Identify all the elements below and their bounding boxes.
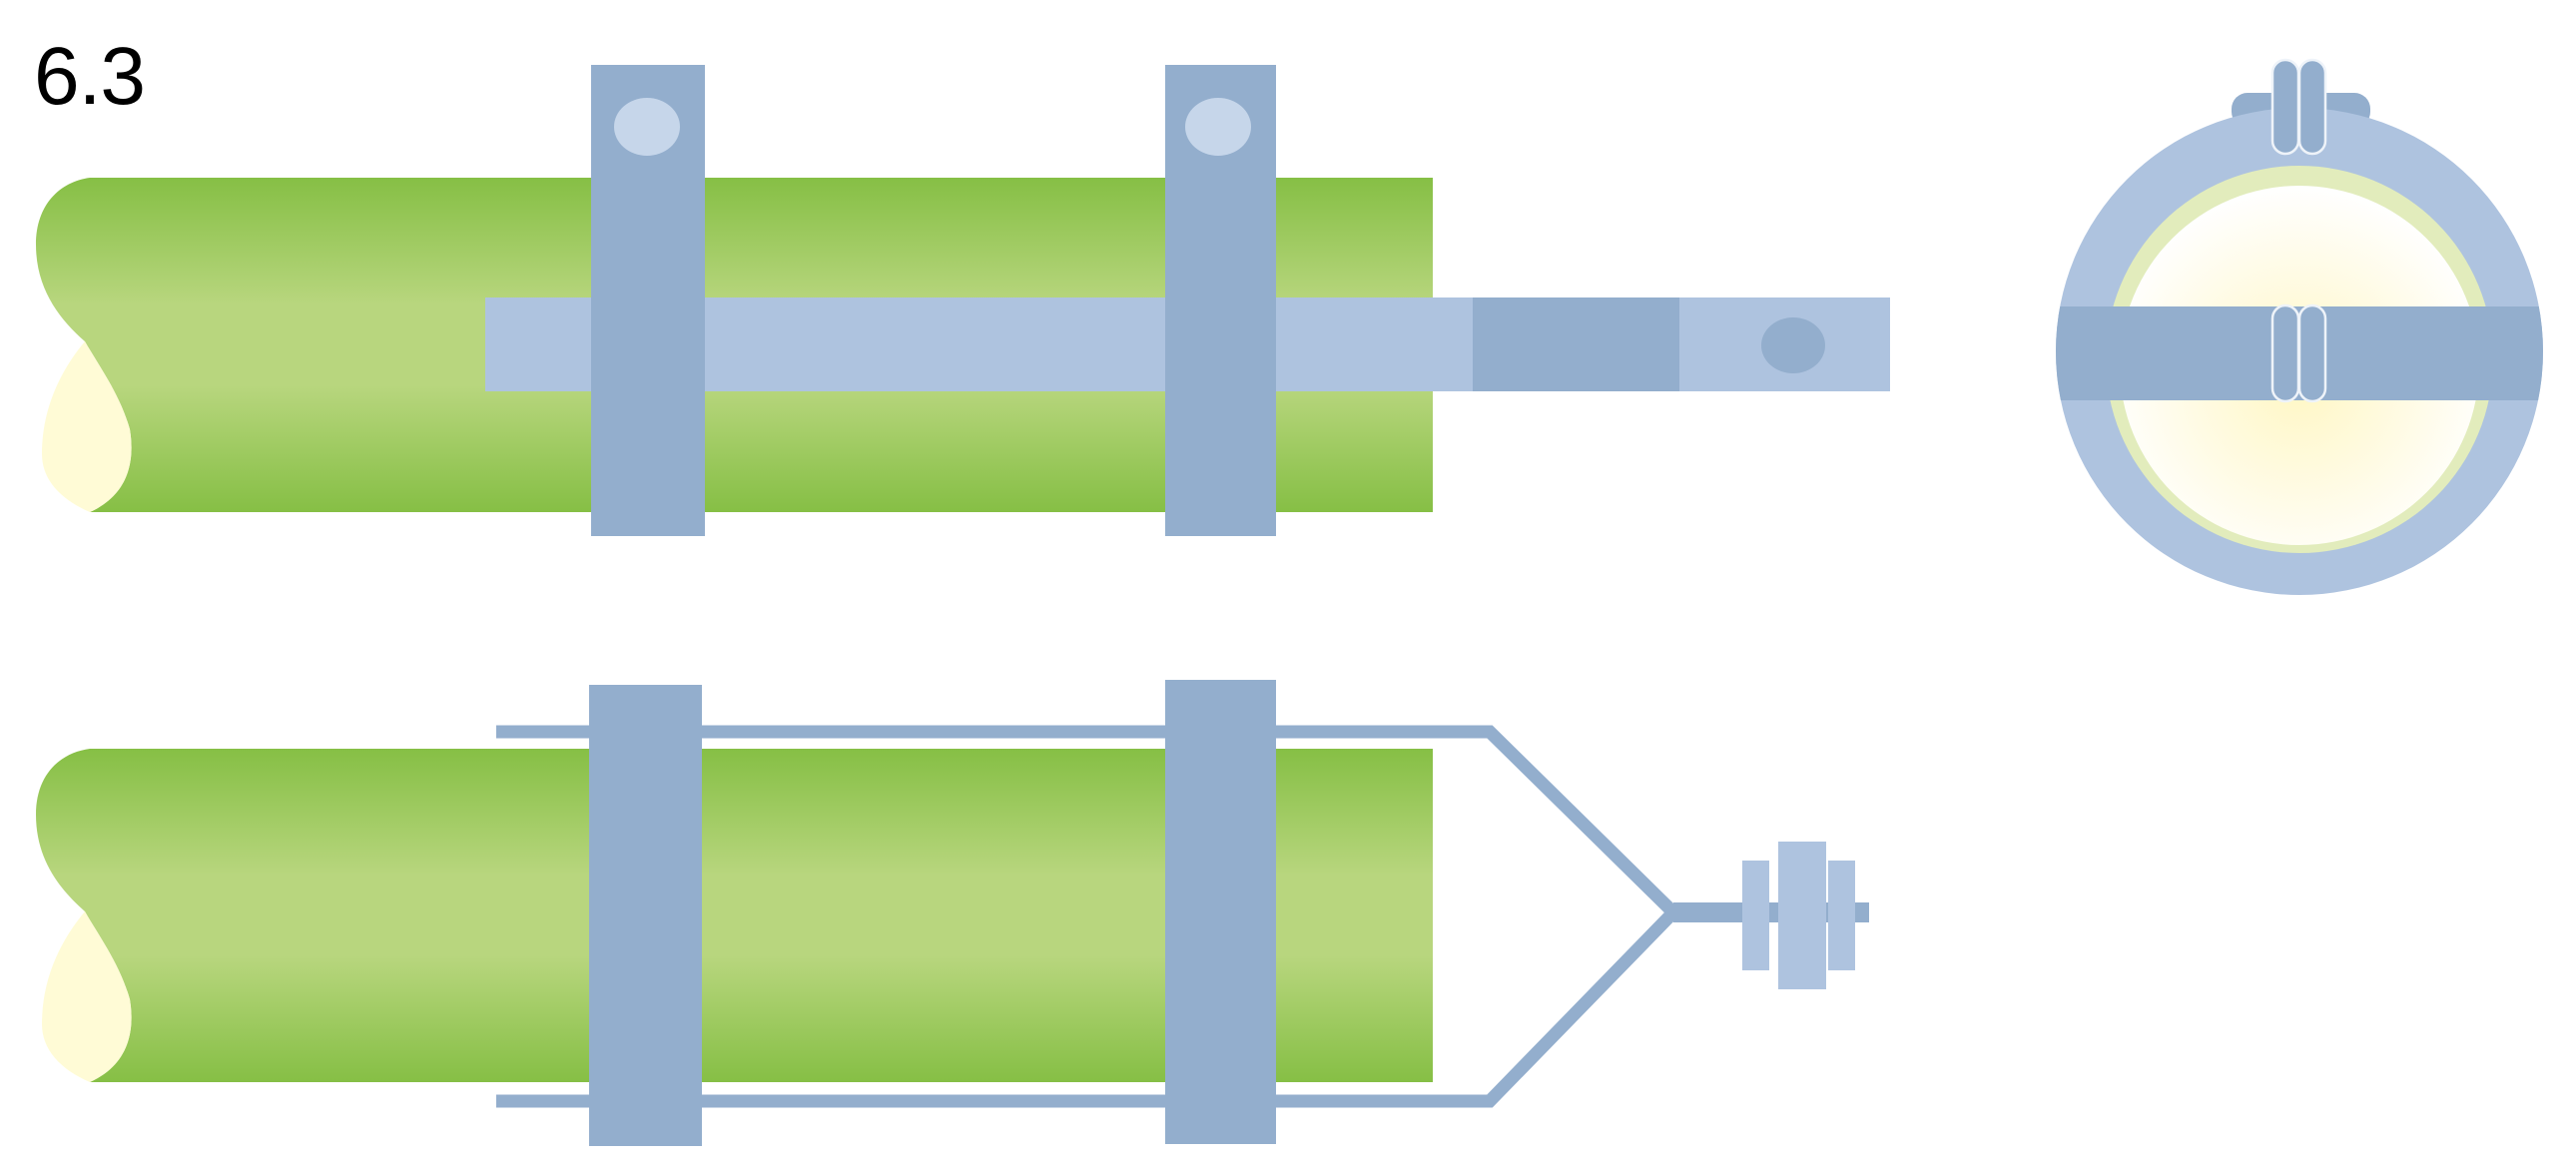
bottom-branch <box>36 749 1433 1082</box>
top-clamp-right-hole <box>1185 98 1251 156</box>
cross-section-bar-pin-left <box>2270 303 2300 403</box>
bottom-rod-tip <box>1857 902 1869 922</box>
cross-section-top-pin-right <box>2297 58 2327 156</box>
bottom-splint-view <box>36 680 1869 1146</box>
bottom-clamp-left <box>589 685 702 1146</box>
cross-section-bar-pin-right <box>2297 303 2327 403</box>
bottom-washer-left <box>1742 861 1769 970</box>
bottom-branch-cut-end <box>42 911 132 1082</box>
top-branch-cut-end <box>42 341 132 512</box>
top-clamp-left-hole <box>614 98 680 156</box>
bottom-clamp-right <box>1165 680 1276 1144</box>
figure-label: 6.3 <box>34 31 146 122</box>
top-flat-bar-block <box>1473 297 1679 391</box>
cross-section-view <box>2056 58 2543 595</box>
bottom-washer-right <box>1828 861 1855 970</box>
top-splint-view <box>36 65 1890 536</box>
top-flat-bar-hole <box>1761 317 1825 373</box>
bottom-nut <box>1778 842 1826 989</box>
cross-section-top-pin-left <box>2270 58 2300 156</box>
